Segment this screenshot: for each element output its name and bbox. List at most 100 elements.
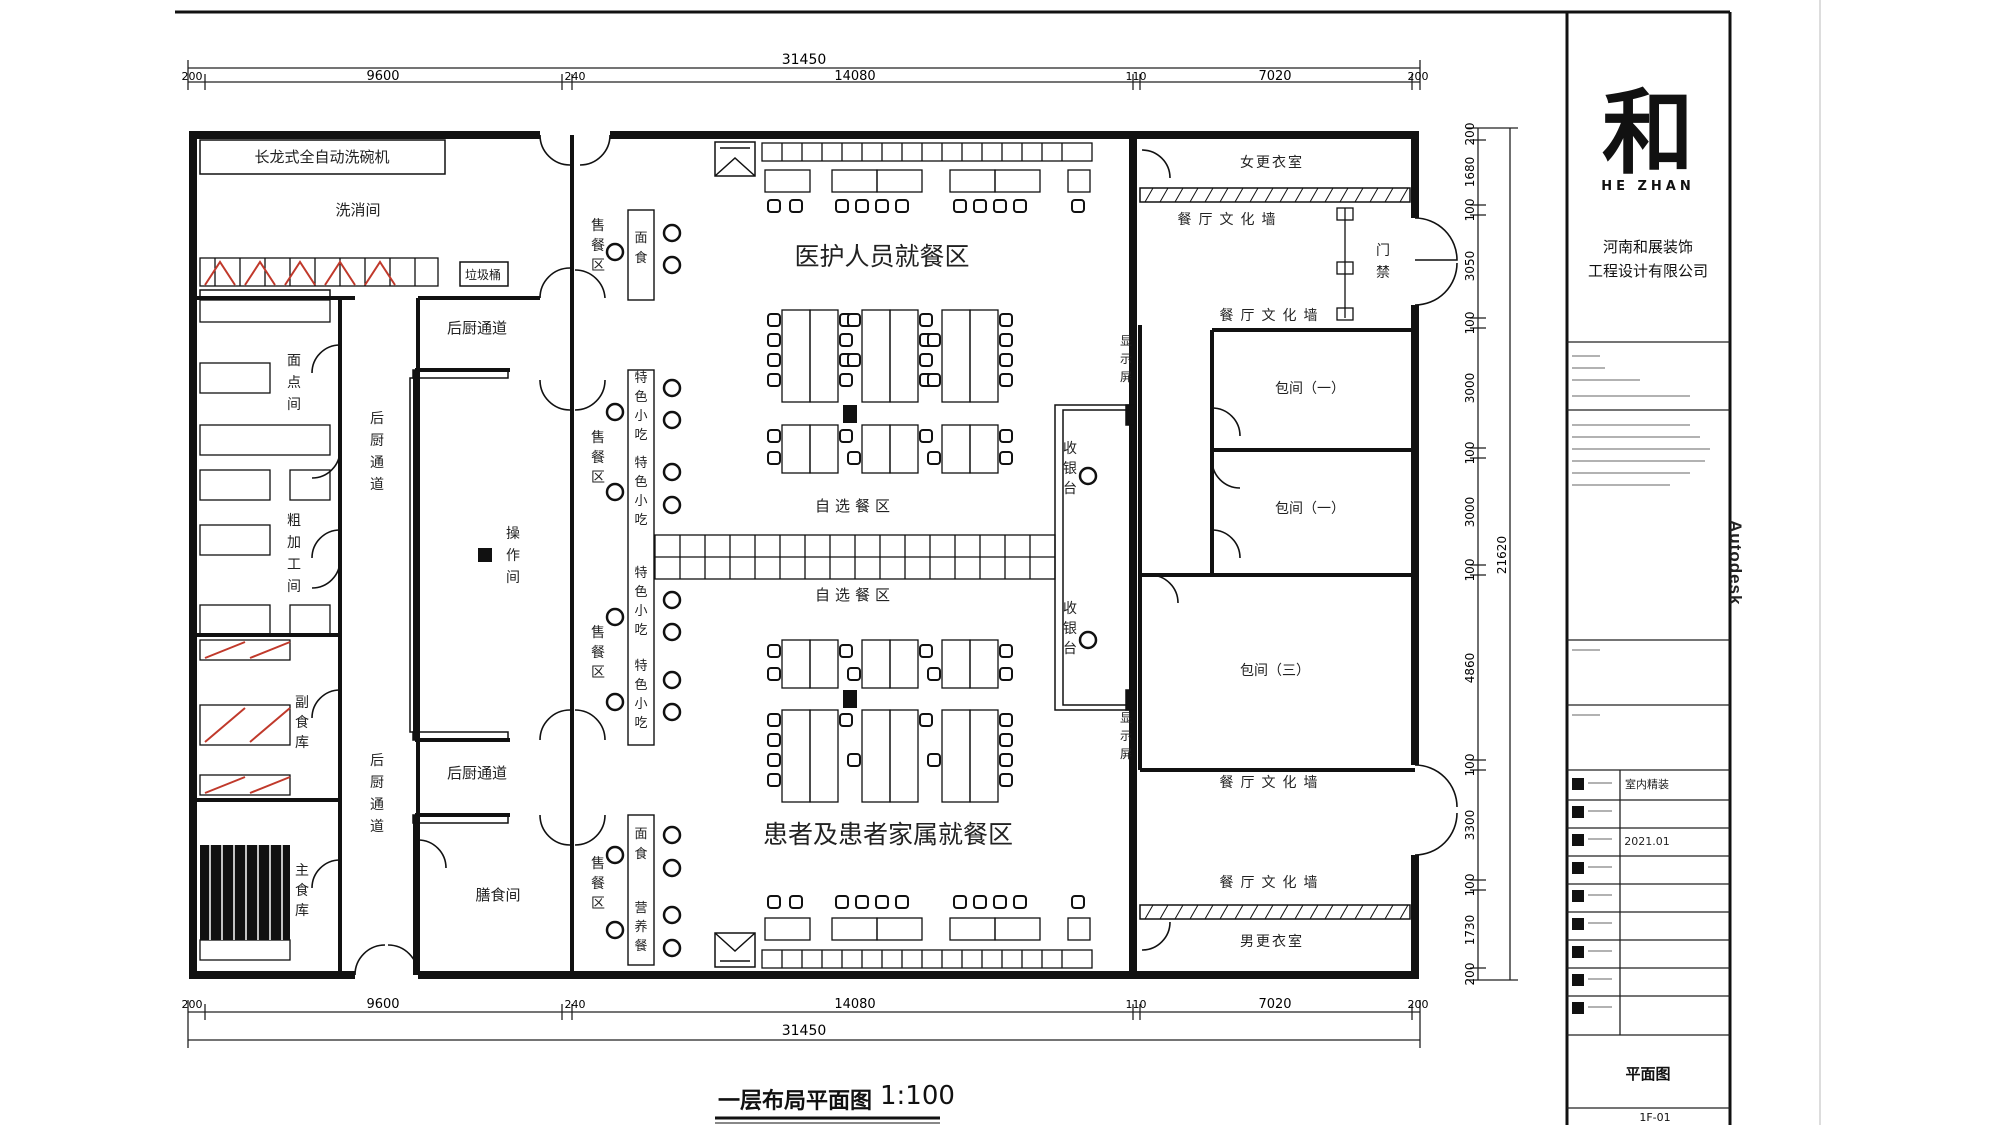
- dim-top-7: 200: [1408, 70, 1429, 83]
- dim-top-5: 110: [1126, 70, 1147, 83]
- dim-right-15: 200: [1463, 963, 1477, 986]
- label-male-locker: 男更衣室: [1240, 933, 1304, 950]
- label-counter-snack-3: 特色小吃: [634, 566, 647, 638]
- label-culture-wall-4: 餐厅文化墙: [1220, 875, 1325, 891]
- dim-right-8: 3000: [1463, 497, 1477, 528]
- label-serving-2: 售餐区: [591, 430, 605, 486]
- entry-icon: [714, 141, 756, 968]
- label-corridor-h2: 后厨通道: [447, 764, 507, 782]
- label-rough-processing: 粗加工间: [287, 513, 301, 595]
- dim-right-12: 3300: [1463, 810, 1477, 841]
- label-corridor-h1: 后厨通道: [447, 319, 507, 337]
- trash-bin-outline: [459, 261, 509, 287]
- label-operation-room: 操作间: [506, 526, 520, 586]
- label-cashier-1: 收银台: [1063, 441, 1077, 497]
- label-gate: 门禁: [1376, 243, 1390, 281]
- dim-bottom-1: 200: [182, 998, 203, 1011]
- label-cashier-2: 收银台: [1063, 601, 1077, 657]
- booth-seating: [761, 142, 1093, 969]
- dim-right-6: 3000: [1463, 373, 1477, 404]
- dim-top-1: 200: [182, 70, 203, 83]
- red-accent-racks: [204, 260, 396, 794]
- autodesk-watermark: Autodesk: [1726, 520, 1745, 606]
- column: [478, 548, 492, 562]
- drawing-title: 一层布局平面图: [718, 1089, 873, 1114]
- title-block-fine-text: [1572, 355, 1710, 1008]
- shelf-lines: [209, 845, 283, 940]
- drawing-scale: 1:100: [880, 1081, 955, 1111]
- dim-bottom-6: 7020: [1258, 997, 1291, 1012]
- dim-right-3: 100: [1463, 199, 1477, 222]
- logo-text: HE ZHAN: [1601, 179, 1695, 194]
- label-display-2: 显示屏: [1120, 711, 1132, 761]
- tb-sheet-no: 1F-01: [1639, 1111, 1670, 1124]
- label-self-service-1: 自选餐区: [815, 497, 895, 515]
- dim-right-14: 1730: [1463, 915, 1477, 946]
- logo-glyph: 和: [1602, 80, 1694, 187]
- title-block-icons: [1572, 778, 1584, 1014]
- tb-drawing-name: 平面图: [1625, 1065, 1670, 1083]
- label-wash-room: 洗消间: [335, 201, 380, 219]
- dimension-top: [187, 60, 1421, 90]
- dim-top-4: 14080: [834, 69, 875, 84]
- label-self-service-2: 自选餐区: [815, 586, 895, 604]
- doors: [311, 134, 1458, 976]
- label-culture-wall-3: 餐厅文化墙: [1220, 775, 1325, 791]
- label-counter-noodle-1: 面食: [634, 231, 647, 266]
- label-serving-3: 售餐区: [591, 625, 605, 681]
- label-side-storage: 副食库: [295, 695, 309, 751]
- label-corridor-v2: 后厨通道: [370, 753, 384, 835]
- dim-right-1: 200: [1463, 123, 1477, 146]
- dim-total-top: 31450: [782, 52, 827, 68]
- dim-bottom-4: 14080: [834, 997, 875, 1012]
- label-counter-snack-4: 特色小吃: [634, 659, 647, 731]
- label-trash-bin: 垃圾桶: [465, 267, 501, 282]
- column: [843, 690, 857, 708]
- hatch-lines: [1144, 187, 1409, 920]
- label-corridor-v1: 后厨通道: [370, 411, 384, 493]
- main-storage-shelves: [200, 845, 290, 940]
- serving-counters: [627, 209, 655, 966]
- label-staff-dining: 医护人员就餐区: [794, 242, 969, 271]
- label-patient-dining: 患者及患者家属就餐区: [763, 820, 1013, 849]
- title-block-frame: [1567, 341, 1730, 1109]
- dim-right-4: 3050: [1463, 251, 1477, 282]
- dim-top-6: 7020: [1258, 69, 1291, 84]
- label-serving-4: 售餐区: [591, 856, 605, 912]
- dim-right-13: 100: [1463, 874, 1477, 897]
- dim-right-9: 100: [1463, 559, 1477, 582]
- dishwasher-outline: [199, 139, 446, 175]
- label-culture-wall-1: 餐厅文化墙: [1178, 212, 1283, 228]
- dim-right-10: 4860: [1463, 653, 1477, 684]
- self-service-counter: [654, 534, 1056, 580]
- dining-chairs: [767, 313, 1013, 787]
- dim-right-11: 100: [1463, 754, 1477, 777]
- right-section-walls: [1138, 325, 1415, 772]
- dimension-right: [1466, 127, 1518, 981]
- label-counter-nutrition: 营养餐: [634, 901, 647, 954]
- company-line2: 工程设计有限公司: [1588, 262, 1708, 280]
- label-meal-prep: 膳食间: [475, 886, 520, 904]
- label-private-room-2: 包间（一）: [1275, 501, 1345, 517]
- label-display-1: 显示屏: [1120, 334, 1132, 384]
- label-private-room-3: 包间（三）: [1240, 663, 1310, 679]
- column: [843, 405, 857, 423]
- dim-top-2: 9600: [366, 69, 399, 84]
- label-private-room-1: 包间（一）: [1275, 381, 1345, 397]
- company-line1: 河南和展装饰: [1603, 238, 1693, 256]
- dim-total-bottom: 31450: [782, 1023, 827, 1039]
- tb-row-1: 室内精装: [1625, 777, 1669, 791]
- label-serving-1: 售餐区: [591, 218, 605, 274]
- exterior-walls: [189, 131, 1419, 979]
- label-female-locker: 女更衣室: [1240, 154, 1304, 171]
- hatched-walls: [199, 187, 1411, 920]
- dim-top-3: 240: [565, 70, 586, 83]
- dim-right-total: 21620: [1495, 536, 1509, 574]
- gate-turnstiles: [1336, 207, 1354, 321]
- staff-figures: [605, 223, 1098, 958]
- label-culture-wall-2: 餐厅文化墙: [1220, 308, 1325, 324]
- label-dishwasher: 长龙式全自动洗碗机: [254, 148, 389, 166]
- dimension-bottom: [187, 1000, 1421, 1048]
- label-pastry-room: 面点间: [287, 353, 301, 413]
